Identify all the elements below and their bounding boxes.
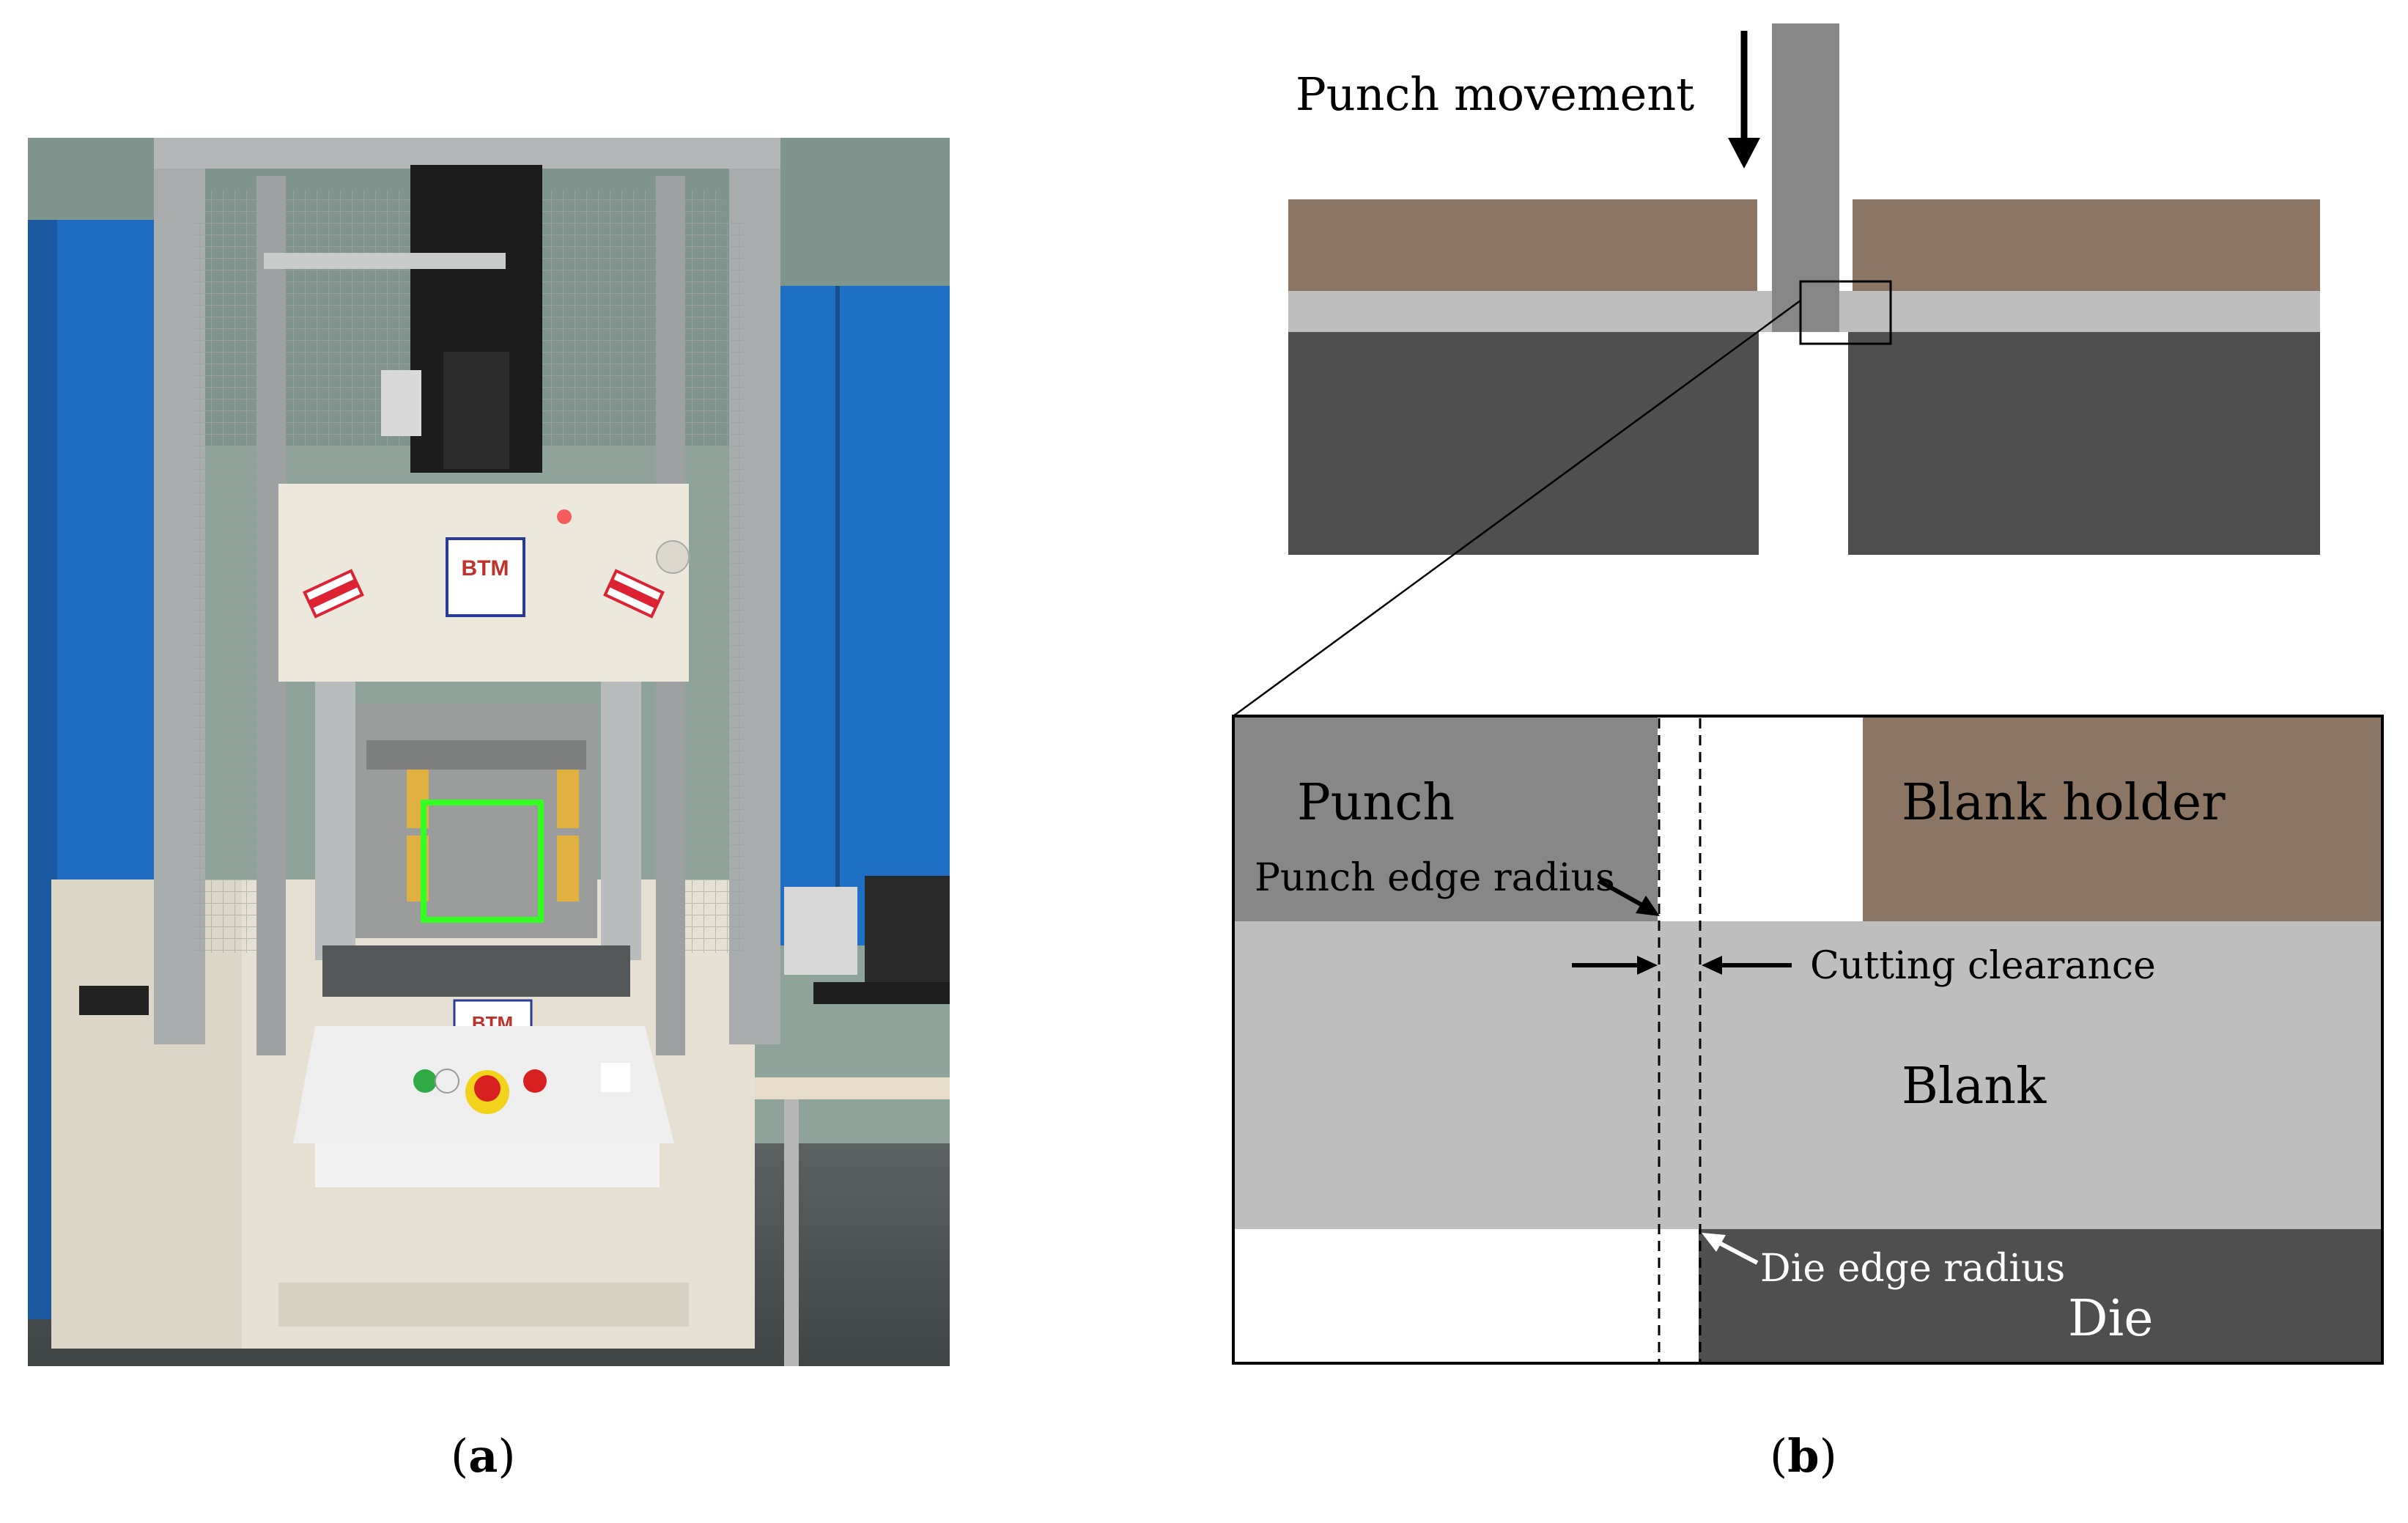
punch-label: Punch: [1297, 774, 1455, 832]
die-right: [1848, 332, 2320, 555]
blank-holder-left: [1288, 199, 1757, 291]
die-label: Die: [2068, 1290, 2154, 1348]
die-left: [1288, 332, 1759, 555]
die-edge-radius-label: Die edge radius: [1760, 1247, 2065, 1291]
arrow-head-icon: [1702, 1233, 1726, 1252]
punch-movement-label: Punch movement: [1296, 67, 1694, 121]
caption-a: (a): [451, 1429, 516, 1483]
cutting-clearance-label: Cutting clearance: [1810, 944, 2156, 988]
cutting-schematic: Punch movement Punch Blank holder Punch …: [1232, 23, 2384, 1365]
blank-region: [1233, 921, 2382, 1229]
btm-logo-upper: BTM: [462, 556, 509, 580]
arrow-head-icon: [1728, 138, 1760, 169]
detail-box: [1799, 280, 1892, 345]
caption-b: (b): [1770, 1429, 1837, 1483]
blank-holder-region: [1863, 716, 2382, 921]
zoom-line: [1233, 299, 1801, 718]
blank-holder-label: Blank holder: [1902, 774, 2226, 832]
detail-frame: [1232, 715, 2384, 1365]
blank-holder-right: [1853, 199, 2320, 291]
arrow-head-icon: [1637, 956, 1658, 975]
die-region: [1699, 1229, 2382, 1363]
punch-edge-radius-label: Punch edge radius: [1255, 856, 1615, 900]
press-photo: BTM BTM: [28, 138, 950, 1366]
arrow-head-icon: [1702, 956, 1722, 975]
right-cabinet: [777, 286, 950, 945]
detail-view: Punch Blank holder Punch edge radius Cut…: [1232, 715, 2384, 1365]
emergency-stop-icon: [474, 1075, 501, 1102]
arrow-head-icon: [1636, 896, 1660, 916]
side-table: [755, 1077, 950, 1099]
blank-label: Blank: [1902, 1058, 2047, 1115]
tool-highlight-box: [421, 800, 544, 923]
laptop: [865, 876, 950, 986]
punch-overview: [1772, 23, 1839, 302]
